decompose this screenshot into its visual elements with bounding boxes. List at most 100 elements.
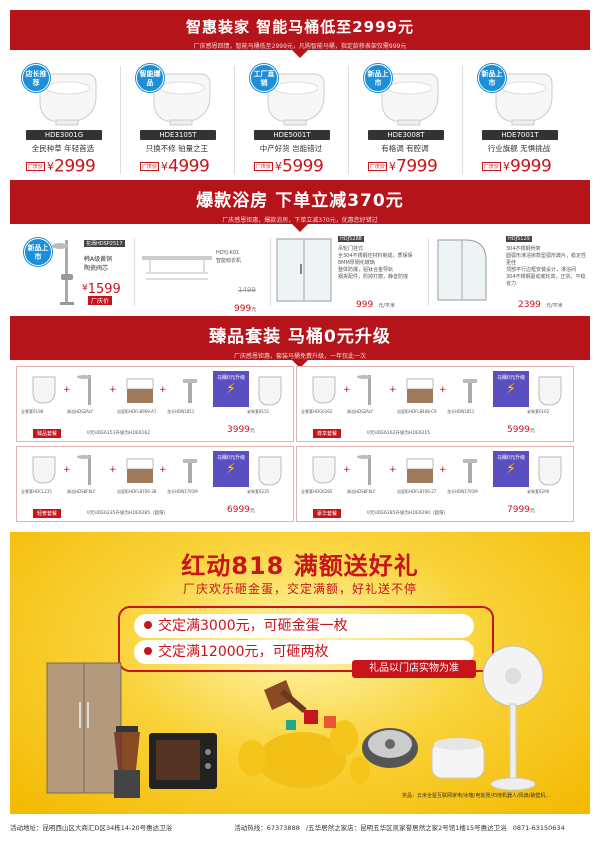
oven-icon xyxy=(149,733,217,789)
upgrade-label: 安装套6162 xyxy=(527,409,550,414)
fixture-label: 浴室柜HDFL8706-38 xyxy=(117,489,157,494)
plus-icon: + xyxy=(159,465,167,475)
fixture-label: 淋浴HDS8F6LY xyxy=(347,489,376,494)
price-label: 厂庆价 xyxy=(140,162,160,171)
fixture-label: 淋浴HDS8F6LY xyxy=(67,489,96,494)
product-price: 7999 xyxy=(396,156,438,177)
rack-orig-price: 1499 xyxy=(238,286,256,294)
divider xyxy=(134,238,135,306)
shower-price-label: 厂庆价 xyxy=(88,296,113,305)
toilet-icon xyxy=(39,73,97,126)
section1-title: 智惠装家 智能马桶低至2999元 xyxy=(186,18,414,36)
package-set-card[interactable]: 全景套6198+淋浴HDS2ALY+浴室柜HDFL8969-A7+龙头HDN18… xyxy=(16,366,294,442)
yen-sign: ¥ xyxy=(503,160,511,173)
set-price: 5999 xyxy=(507,425,530,435)
promo-title: 红动818 满额送好礼 xyxy=(181,552,419,580)
bath-item-shower-room-1: HDJ5288 吊轮门挂式 全304不锈钢坯材料制成，质保保 8MM厚钢化玻璃 … xyxy=(274,232,424,310)
product-price: 9999 xyxy=(510,156,552,177)
set-price-block: 3999元 xyxy=(227,425,255,435)
fixture-icon xyxy=(463,459,477,483)
upgrade-label: 安装套6235 xyxy=(247,489,270,494)
rule-row-2: 交定满12000元，可砸两枚 xyxy=(134,640,474,664)
toilet-product-card[interactable]: 新品上市 HDE7001T 行业旗舰 无惧挑战厂庆价¥9999 xyxy=(464,62,574,178)
set-upgrade-note: 0元HDE6151升级为HDE6162 xyxy=(87,431,151,436)
free-upgrade-badge: 马桶0元升级⚡ xyxy=(493,451,529,487)
robot-vacuum-icon xyxy=(362,728,418,768)
product-price-block: 厂庆价¥4999 xyxy=(140,156,220,177)
fixture-label: 淋浴HDS2ALY xyxy=(67,409,94,414)
fixture-icon xyxy=(32,376,56,404)
package-set-card[interactable]: 全景套HDG6285+淋浴HDS8F6LY+浴室柜HDFL8706-27+龙头H… xyxy=(296,446,574,522)
product-code: HDE3105T xyxy=(140,130,216,140)
golden-eggs-icon xyxy=(238,680,370,788)
fixture-icon xyxy=(357,375,371,405)
bath-item-shower: 新品上市 花洒HDSP2517 韩A级黄铜 陶瓷阀芯 ¥1599 厂庆价 xyxy=(14,232,130,310)
package-set-card[interactable]: 全景套HDCL235+淋浴HDS8F6LY+浴室柜HDFL8706-38+龙头H… xyxy=(16,446,294,522)
plus-icon: + xyxy=(389,385,397,395)
product-slogan: 有格调 有腔调 xyxy=(381,144,429,153)
plus-icon: + xyxy=(159,385,167,395)
fan-icon xyxy=(482,645,544,791)
new-badge: 新品上市 xyxy=(24,238,52,266)
bullet-icon xyxy=(144,621,152,629)
bath-item-shower-room-2: HDJ5129 304不锈钢骨架 圆弧形淋浴房款型弧形玻片，稳定性更佳 顶部平行… xyxy=(432,232,588,310)
fixture-icon xyxy=(77,375,91,405)
plus-icon: + xyxy=(439,385,447,395)
product-code: HDE7001T xyxy=(482,130,558,140)
free-upgrade-badge: 马桶0元升级⚡ xyxy=(213,451,249,487)
bullet-icon xyxy=(144,647,152,655)
bath-item-drying-rack: HDYJ-K01 智能晾衣机 1499 999元 xyxy=(140,232,266,314)
fixture-icon xyxy=(312,456,336,484)
product-badge: 新品上市 xyxy=(478,64,506,92)
package-set-card[interactable]: 全景套HDG6162+淋浴HDS2ALY+浴室柜HDFL8468-C9+龙头HD… xyxy=(296,366,574,442)
promo-subtitle: 厂庆欢乐砸金蛋，交定满额，好礼送不停 xyxy=(182,582,417,596)
fixture-label: 全景套HDG6162 xyxy=(301,409,333,414)
fixture-icon xyxy=(32,456,56,484)
section1-arrow xyxy=(292,50,308,58)
divider xyxy=(234,66,235,174)
toilet-icon xyxy=(495,73,553,126)
product-slogan: 行业旗舰 无惧挑战 xyxy=(487,144,551,153)
price-label: 厂庆价 xyxy=(26,162,46,171)
price-label: 厂庆价 xyxy=(368,162,388,171)
toilet-icon xyxy=(267,73,325,126)
upgrade-label: 安装套8151 xyxy=(247,409,270,414)
section3-title: 臻品套装 马桶0元升级 xyxy=(209,327,391,347)
rules-frame xyxy=(118,606,494,672)
footer-branch: /五华居然之家店：昆明五华区凯家誉居然之家2号馆1楼15号惠达卫浴 xyxy=(305,824,507,832)
fixture-label: 龙头HDN1791M xyxy=(447,489,478,494)
product-badge: 新品上市 xyxy=(364,64,392,92)
product-badge: 店长推荐 xyxy=(22,64,50,92)
fixture-label: 浴室柜HDFL8969-A7 xyxy=(117,409,157,414)
fixture-icon xyxy=(126,458,154,483)
shower-desc2: 陶瓷阀芯 xyxy=(84,265,109,272)
room1-features: 吊轮门挂式 全304不锈钢坯材料制成，质保保 8MM厚钢化玻璃 整体防爆，铝钛合… xyxy=(338,246,413,280)
room2-features: 304不锈钢骨架 圆弧形淋浴房款型弧形玻片，稳定性更佳 顶部平行边框安装设计，淋… xyxy=(506,246,587,287)
product-price-block: 厂庆价¥7999 xyxy=(368,156,448,177)
divider xyxy=(270,238,271,306)
fixture-label: 淋浴HDS2ALY xyxy=(347,409,374,414)
fixture-icon xyxy=(183,459,197,483)
set-price: 7999 xyxy=(507,505,530,515)
fixture-label: 全景套HDG6285 xyxy=(301,489,333,494)
product-badge: 工厂直销 xyxy=(250,64,278,92)
footer-branch-phone: 0871-63150634 xyxy=(512,824,565,832)
set-price-block: 7999元 xyxy=(507,505,535,515)
section1-banner: 智惠装家 智能马桶低至2999元 厂庆感恩回馈，智能马桶低至2999元，凡购智能… xyxy=(10,10,590,50)
product-price-block: 厂庆价¥5999 xyxy=(254,156,334,177)
section3-subtitle: 厂庆感恩钜惠，套装马桶免费升级，一年仅此一次 xyxy=(233,353,366,360)
set-label: 臻品套餐 xyxy=(33,429,62,438)
prize-note: 奖品：云米全屋互联网家电/冰箱/电饭煲/扫地机器人/风扇/破壁机... xyxy=(402,793,551,799)
upgrade-toilet-icon xyxy=(538,376,562,406)
rack-price-block: 999元 xyxy=(234,304,257,314)
set-price: 6999 xyxy=(227,505,250,515)
set-upgrade-note: 0元HDE6285升级为HDE6290（超值） xyxy=(367,511,449,516)
price-label: 厂庆价 xyxy=(482,162,502,171)
fixture-label: 全景套HDCL235 xyxy=(21,489,52,494)
drying-rack-icon xyxy=(142,256,212,280)
product-code: HDE3001G xyxy=(26,130,102,140)
